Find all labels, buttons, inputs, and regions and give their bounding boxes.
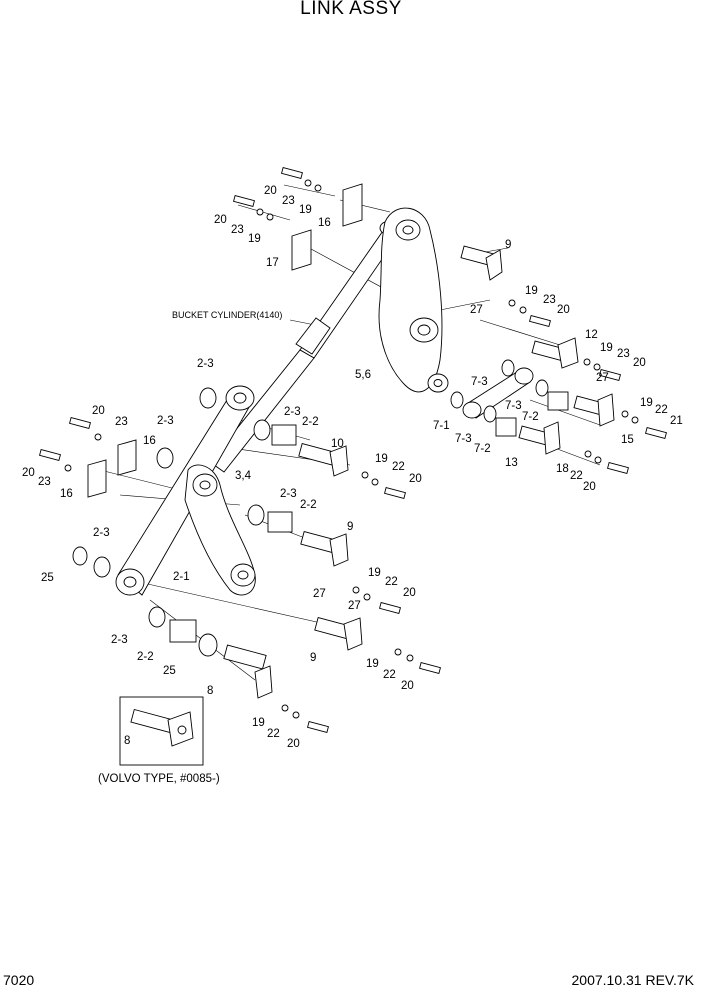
part-label: 2-3 [157,415,174,427]
part-label: 9 [310,652,316,664]
part-label: 2-1 [173,571,190,583]
part-label: 9 [347,521,353,533]
main-arm [115,385,255,596]
part-label: 22 [570,470,583,482]
part-label: 20 [403,587,416,599]
pins [223,245,615,699]
part-label: 20 [401,680,414,692]
part-label: 2-2 [137,651,154,663]
part-label: 21 [670,415,683,427]
part-label: 23 [231,224,244,236]
part-label: 20 [92,405,105,417]
part-label: 23 [115,416,128,428]
part-label: 27 [313,588,326,600]
part-label: 25 [41,572,54,584]
part-label: 22 [267,728,280,740]
part-label: 22 [655,404,668,416]
part-label: 7-3 [471,376,488,388]
part-label: 2-3 [284,406,301,418]
bucket-cylinder-label: BUCKET CYLINDER(4140) [172,310,282,320]
volvo-type-inset [119,696,204,766]
part-label: 23 [38,476,51,488]
part-label: 13 [505,457,518,469]
page-title: LINK ASSY [300,0,402,19]
part-label: 20 [583,481,596,493]
part-label: 20 [22,467,35,479]
part-label: 8 [124,735,130,747]
part-label: 20 [409,473,422,485]
part-label: 2-3 [93,527,110,539]
part-label: 25 [163,665,176,677]
part-label: 7-3 [505,400,522,412]
part-label: 27 [470,304,483,316]
part-label: 7-3 [455,433,472,445]
part-label: 20 [633,357,646,369]
part-label: 8 [207,685,213,697]
part-label: 20 [287,738,300,750]
part-label: 7-2 [474,443,491,455]
part-label: 12 [585,329,598,341]
rings-and-bushings [72,359,569,657]
part-label: 2-2 [302,416,319,428]
part-label: 23 [282,195,295,207]
part-label: 19 [366,658,379,670]
revision-date: 2007.10.31 REV.7K [571,972,694,988]
part-label: 22 [392,461,405,473]
part-label: 5,6 [355,369,371,381]
part-label: 22 [383,669,396,681]
part-label: 7-2 [522,411,539,423]
part-label: 2-3 [111,634,128,646]
part-label: 20 [264,185,277,197]
part-label: 9 [505,239,511,251]
part-label: 16 [318,217,331,229]
part-label: 10 [331,438,344,450]
part-label: 22 [385,576,398,588]
middle-link [184,464,256,596]
part-label: 2-3 [197,358,214,370]
part-label: 23 [617,348,630,360]
part-label: 19 [252,717,265,729]
part-label: 19 [525,285,538,297]
part-label: 17 [266,257,279,269]
bucket-cylinder [209,220,401,473]
part-label: 27 [348,600,361,612]
part-labels: 20 23 19 16 20 23 19 17 9 19 23 20 27 12… [22,185,683,750]
part-label: 20 [557,304,570,316]
part-label: 3,4 [235,470,252,482]
part-label: 16 [60,488,73,500]
bolts [39,166,667,734]
part-label: 18 [556,463,569,475]
part-label: 7-1 [433,420,450,432]
part-label: 19 [299,204,312,216]
part-label: 23 [543,294,556,306]
part-label: 16 [143,435,156,447]
part-label: 19 [640,397,653,409]
part-label: 19 [248,233,261,245]
part-label: 2-3 [280,488,297,500]
part-label: 15 [621,434,634,446]
part-label: 19 [368,567,381,579]
part-label: 2-2 [300,499,317,511]
part-label: 19 [375,453,388,465]
part-label: 20 [214,214,227,226]
bell-crank-link [378,207,449,393]
part-label: 27 [596,372,609,384]
part-label: 19 [600,342,613,354]
plates [87,183,363,498]
page-number: 7020 [3,972,35,988]
volvo-type-label: (VOLVO TYPE, #0085-) [98,773,220,785]
small-link [462,367,534,419]
